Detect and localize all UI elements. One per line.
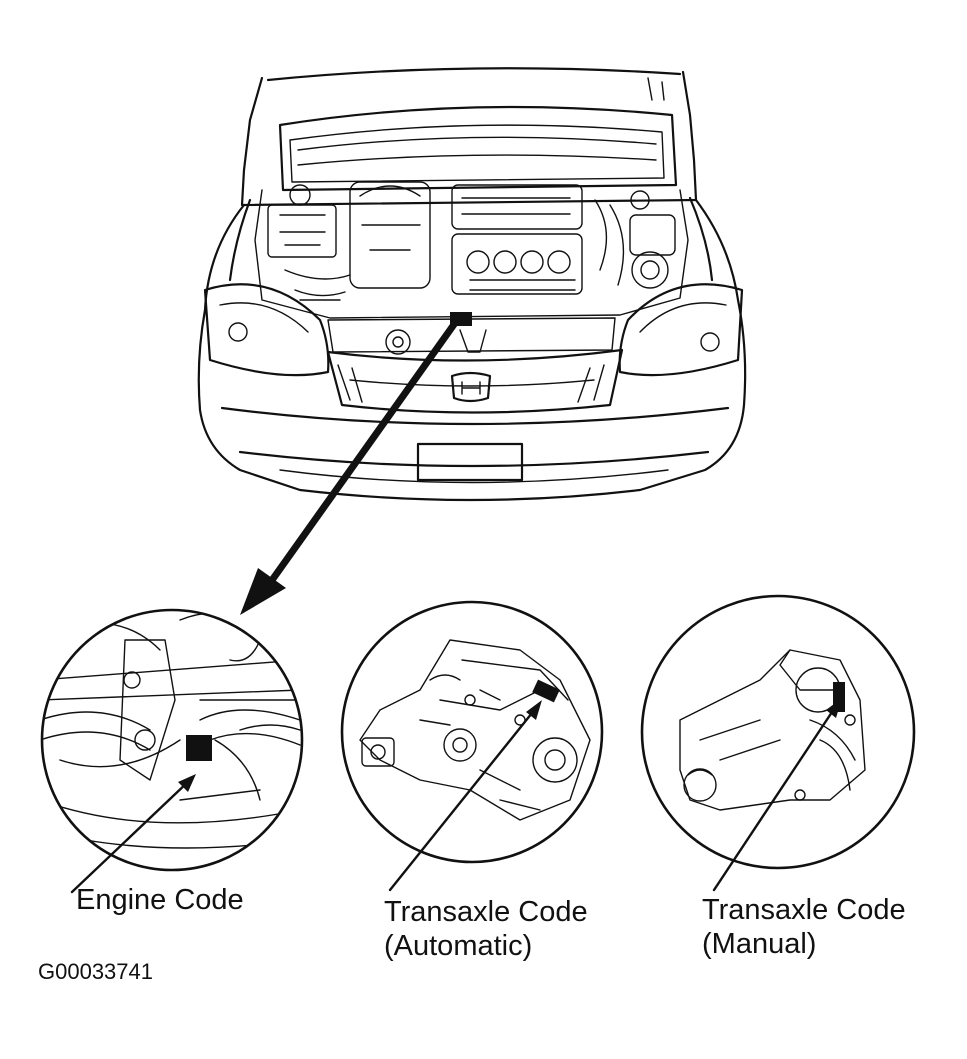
engine-detail-circle	[40, 608, 304, 894]
figure-id: G00033741	[38, 959, 153, 984]
automatic-transaxle-detail-circle	[340, 600, 604, 892]
car-front-illustration	[197, 67, 747, 502]
engine-code-label: Engine Code	[76, 884, 244, 916]
manual-transaxle-detail-circle	[640, 594, 916, 892]
transaxle-manual-label-line2: (Manual)	[702, 928, 817, 960]
transaxle-automatic-label-line1: Transaxle Code	[384, 896, 588, 928]
engine-code-location-arrow	[240, 319, 459, 615]
transaxle-manual-label-line1: Transaxle Code	[702, 894, 906, 926]
transaxle-automatic-label-line2: (Automatic)	[384, 930, 533, 962]
